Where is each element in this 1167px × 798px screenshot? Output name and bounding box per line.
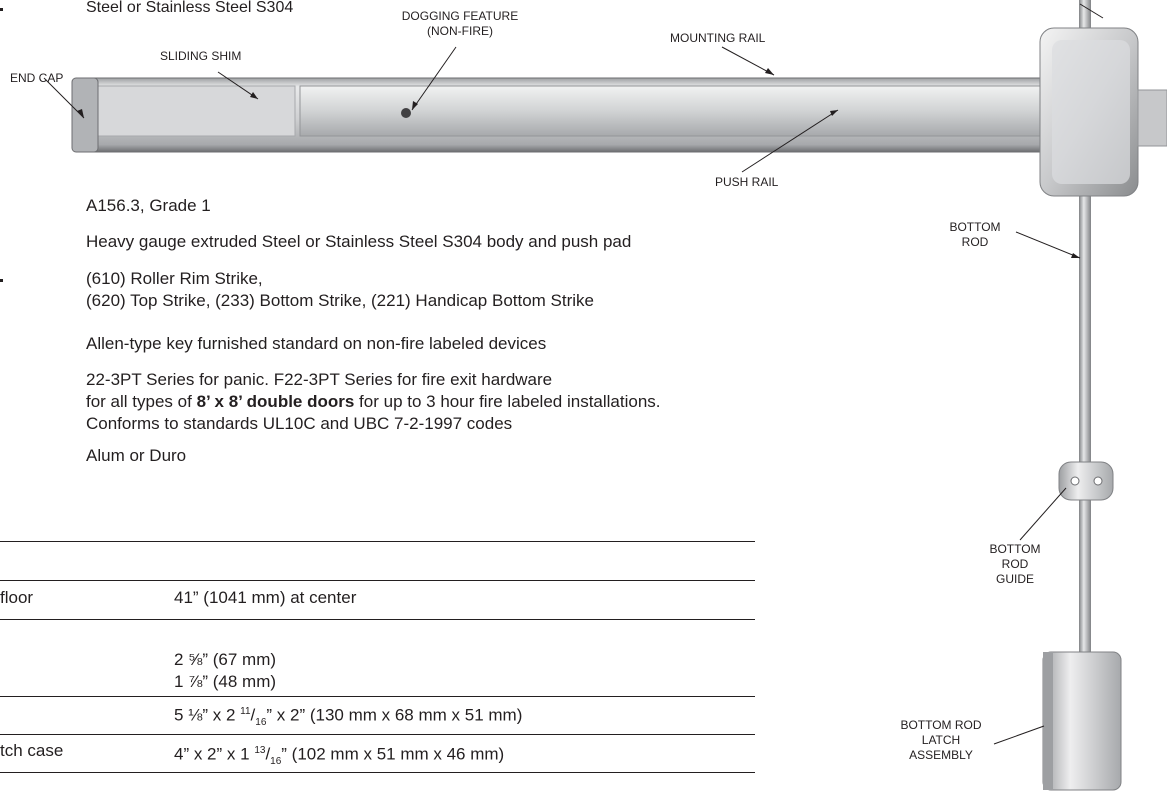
table-rule [0, 619, 755, 620]
table-rule [0, 580, 755, 581]
push-rail-callout: PUSH RAIL [715, 175, 779, 189]
dim-latch-label: tch case [0, 741, 64, 760]
end-cap-callout: END CAP [10, 71, 64, 85]
bullet-dot [0, 8, 3, 11]
bottom-rod-latch-assembly [1042, 651, 1122, 791]
bottom-rod-guide [1058, 461, 1114, 501]
spec-key: Allen-type key furnished standard on non… [86, 334, 547, 353]
device-head-face [1052, 40, 1130, 184]
spec-finish: Alum or Duro [86, 446, 187, 465]
sliding-shim-callout: SLIDING SHIM [160, 49, 242, 63]
spec-strikes: (610) Roller Rim Strike, (620) Top Strik… [86, 269, 595, 310]
dim-rail-sizes: 2 ⅝” (67 mm) 1 ⅞” (48 mm) [174, 650, 277, 691]
top-body-text: Steel or Stainless Steel S304 [86, 0, 294, 16]
dim-latch-case: 4” x 2” x 1 13/16” (102 mm x 51 mm x 46 … [174, 744, 505, 768]
spec-body: Heavy gauge extruded Steel or Stainless … [86, 232, 632, 251]
table-rule [0, 734, 755, 735]
mounting-rail-callout: MOUNTING RAIL [670, 31, 766, 45]
push-rail [299, 85, 1058, 137]
sliding-shim [94, 85, 296, 137]
bottom-rod-latch-assembly-callout: BOTTOM ROD LATCH ASSEMBLY [900, 718, 982, 762]
dogging-feature-callout: DOGGING FEATURE (NON-FIRE) [401, 9, 519, 38]
dim-floor-label: floor [0, 588, 34, 607]
bottom-rod-callout: BOTTOM ROD [949, 220, 1001, 249]
spec-standard: A156.3, Grade 1 [86, 196, 211, 215]
end-cap [71, 77, 99, 153]
dim-floor-value: 41” (1041 mm) at center [174, 588, 357, 607]
table-rule [0, 696, 755, 697]
dim-head-case: 5 ⅛” x 2 11/16” x 2” (130 mm x 68 mm x 5… [174, 705, 523, 729]
rim-strike-stub [1137, 89, 1167, 147]
dogging-screw [401, 108, 411, 118]
bottom-rod [1079, 190, 1091, 660]
bottom-rod-guide-callout: BOTTOM ROD GUIDE [989, 542, 1041, 586]
spec-series: 22-3PT Series for panic. F22-3PT Series … [86, 370, 661, 433]
bullet-dot [0, 279, 3, 282]
table-rule [0, 772, 755, 773]
table-rule [0, 541, 755, 542]
